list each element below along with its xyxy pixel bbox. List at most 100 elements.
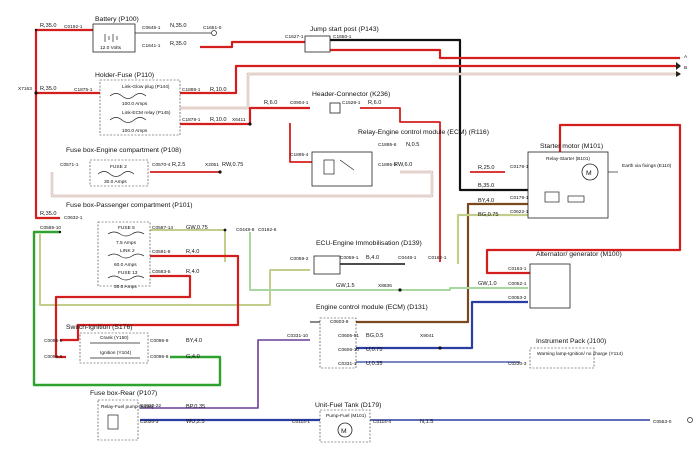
alternator-m100: Alternator/ generator (M100) C0163-1 C00… — [508, 251, 622, 309]
wire-red-battery-out — [200, 40, 305, 49]
wire-yellowgreen-long — [39, 234, 310, 306]
wire-label: G,4.0 — [186, 354, 200, 360]
wire-label: RW,0.75 — [222, 162, 243, 168]
connector-label: C1875-1 — [74, 87, 93, 93]
connector-label: C0179-1 — [510, 195, 529, 201]
connector-label: C0570-4 — [152, 162, 171, 168]
connector-label: C0096-9 — [150, 338, 169, 344]
fuel-tank-title: Unit-Fuel Tank (D179) — [315, 402, 381, 409]
wire-label: BY,4.0 — [186, 338, 202, 344]
wire-label: N,35.0 — [170, 23, 186, 29]
connector-label: C1888-1 — [182, 87, 201, 93]
wires — [32, 28, 682, 422]
wire-label: R,10.0 — [210, 87, 226, 93]
connector-label: C0096-6 — [44, 354, 63, 360]
wire-label: N,1.5 — [420, 419, 433, 425]
connector-label: C0163-1 — [508, 266, 527, 272]
link-label: Link-ECM relay (P145) — [122, 110, 171, 116]
fuse-box-pass-title: Fuse box-Passenger compartment (P101) — [66, 202, 193, 209]
wire-label: R,35.0 — [170, 41, 186, 47]
connector-label: C0331-10 — [287, 333, 308, 339]
connector-label: C2020-3 — [140, 419, 159, 425]
connector-label: C0645-1 — [142, 25, 161, 31]
starter-box — [527, 151, 609, 219]
edge-a-label: A — [684, 54, 688, 60]
wire-label: BG,0.75 — [478, 212, 499, 218]
battery-p100: Battery (P100) 12.0 Volts C0192-1 C0645-… — [64, 16, 222, 53]
connector-label: C0331-1 — [338, 361, 357, 367]
connector-label: C1528-1 — [342, 100, 361, 106]
holder-fuse-title: Holder-Fuse (P110) — [95, 72, 154, 79]
connector-label: C0059-1 — [340, 255, 359, 261]
alternator-title: Alternator/ generator (M100) — [536, 251, 622, 258]
wire-green-loop — [32, 230, 222, 387]
amp-label: 30.0 Amps — [114, 284, 137, 290]
wire-label: B,4.0 — [366, 255, 379, 261]
svg-text:M: M — [341, 428, 347, 435]
fuse-box-rear-p107: Fuse box-Rear (P107) Relay-Fuel pump (R1… — [90, 390, 161, 441]
connector-label: C0448-1 — [398, 255, 417, 261]
relay-fuel-label: Relay-Fuel pump (R103) — [101, 404, 154, 410]
connector-label: C0096-5 — [44, 338, 63, 344]
header-connector-k236: Header-Connector (K236) C0904-1 C1528-1 — [290, 91, 390, 114]
link-label: LINK 2 — [120, 248, 135, 254]
wire-red-header-out — [360, 107, 441, 262]
splice-label: X7163 — [18, 86, 32, 92]
ecm-d131: Engine control module (ECM) (D131) C0603… — [287, 304, 434, 369]
wire-white-outline-a-in — [180, 73, 680, 109]
wire-red-fuse13 — [54, 274, 192, 359]
fuse-box-pass-box — [97, 221, 151, 287]
wire-brown — [356, 202, 528, 324]
wire-label: R,6.0 — [368, 100, 381, 106]
wire-label: R,35.0 — [40, 86, 56, 92]
wire-lightgreen-gw15 — [249, 232, 528, 291]
fuse-label: FUSE 5 — [118, 225, 135, 231]
wire-label: BP,0.35 — [186, 404, 205, 410]
connector-label: C1895-6 — [378, 142, 397, 148]
connector-dots — [34, 28, 442, 350]
wire-label: N,0.5 — [406, 142, 419, 148]
connector-label: C0587-14 — [152, 225, 173, 231]
wire-label: B,35.0 — [478, 183, 494, 189]
wire-label: R,4.0 — [186, 269, 199, 275]
wire-label: GW,0.75 — [186, 225, 208, 231]
connector-label: C0632-1 — [64, 215, 83, 221]
wire-label: RW,6.0 — [394, 162, 412, 168]
connector-label: C0162-6 — [258, 227, 277, 233]
connector-label: C0053-2 — [508, 295, 527, 301]
wire-yellowgreen-top — [456, 213, 528, 264]
wire-labels: R,35.0 N,35.0 R,35.0 R,35.0 R,10.0 R,10.… — [18, 23, 499, 425]
connector-label: C0622-1 — [510, 209, 529, 215]
splice-label: X8836 — [378, 283, 392, 289]
wire-label: GW,1.5 — [336, 283, 355, 289]
fuse-label: FUSE 13 — [118, 270, 138, 276]
wire-white-outline-a — [180, 72, 680, 110]
wire-label: R,35.0 — [40, 23, 56, 29]
amp-label: 60.0 Amps — [114, 262, 137, 268]
connector-label: C0114-1 — [292, 419, 310, 425]
wire-label: R,4.0 — [186, 249, 199, 255]
wire-label: WU,2.5 — [186, 419, 205, 425]
connector-label: C1641-1 — [142, 43, 161, 49]
connector-label: C1650-1 — [333, 34, 352, 40]
holder-fuse-p110: Holder-Fuse (P110) C1875-1 Link-Glow plu… — [74, 72, 246, 136]
ignition-label: Ignition (Y104) — [100, 350, 132, 356]
svg-text:M: M — [586, 170, 592, 177]
connector-label: C2022-22 — [140, 403, 161, 409]
connector-label: C1878-1 — [182, 117, 201, 123]
amp-label: 100.0 Amps — [122, 128, 148, 134]
ground-icon — [211, 30, 217, 36]
arrow-icon — [676, 71, 681, 77]
connector-label: C0230-3 — [508, 361, 527, 367]
fuse-box-passenger-p101: Fuse box-Passenger compartment (P101) C0… — [40, 202, 193, 290]
link-label: Link-Glow plug (P144) — [122, 84, 170, 90]
relay-ecm-title: Relay-Engine control module (ECM) (R116) — [358, 129, 489, 136]
header-connector-box — [329, 102, 341, 114]
wire-white-outline-loop-in — [51, 171, 433, 197]
fuse-box-engine-title: Fuse box-Engine compartment (P108) — [66, 147, 181, 154]
warning-lamp-label: Warning lamp-Ignition/ no charge (Y114) — [537, 351, 623, 357]
crank-label: Crank (Y150) — [100, 335, 129, 341]
wire-label: BY,4.0 — [478, 198, 494, 204]
ecu-immob-box — [313, 255, 341, 275]
